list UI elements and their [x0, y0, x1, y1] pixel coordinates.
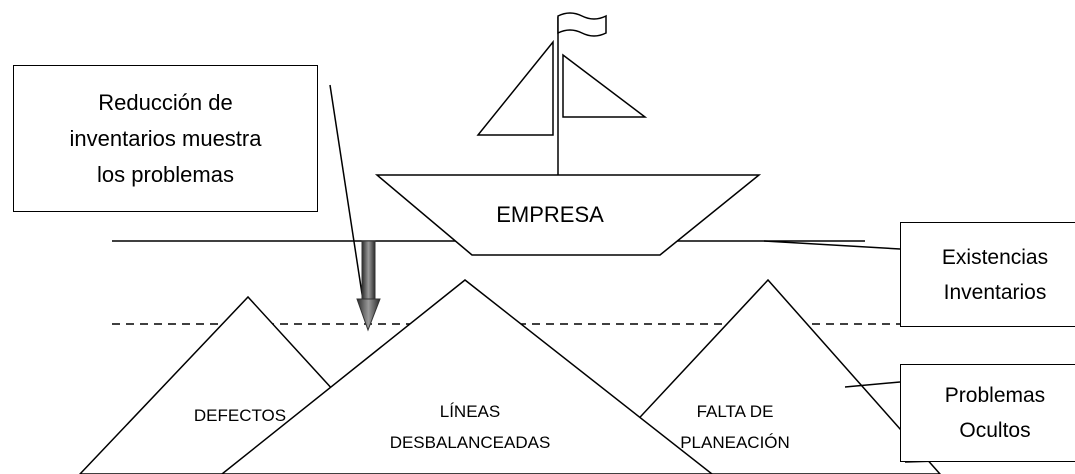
callout-pointer-line [329, 84, 367, 321]
problemas-legend-text: Problemas Ocultos [944, 384, 1046, 442]
boat-label: EMPRESA [496, 202, 604, 224]
mountain-falta-planeacion [585, 278, 942, 474]
callout-text: Reducción de inventarios muestra los pro… [69, 89, 262, 187]
boat-sail-right [562, 53, 648, 118]
lineas-label: LÍNEAS DESBALANCEADAS [389, 402, 551, 452]
mountain-lineas-desbalanceadas [220, 279, 714, 474]
falta-label: FALTA DE PLANEACIÓN [680, 402, 790, 452]
existencias-legend-text: Existencias Inventarios [941, 245, 1049, 304]
boat-hull [374, 174, 762, 256]
existencias-connector [763, 240, 901, 250]
boat-flag [557, 12, 607, 37]
existencias-legend-box: Existencias Inventarios [900, 222, 1075, 327]
defectos-label: DEFECTOS [193, 406, 287, 425]
down-arrow-icon [356, 240, 381, 332]
callout-box: Reducción de inventarios muestra los pro… [13, 65, 318, 212]
problemas-connector [844, 381, 901, 388]
boat-sail-left [476, 39, 554, 136]
problemas-legend-box: Problemas Ocultos [900, 364, 1075, 462]
